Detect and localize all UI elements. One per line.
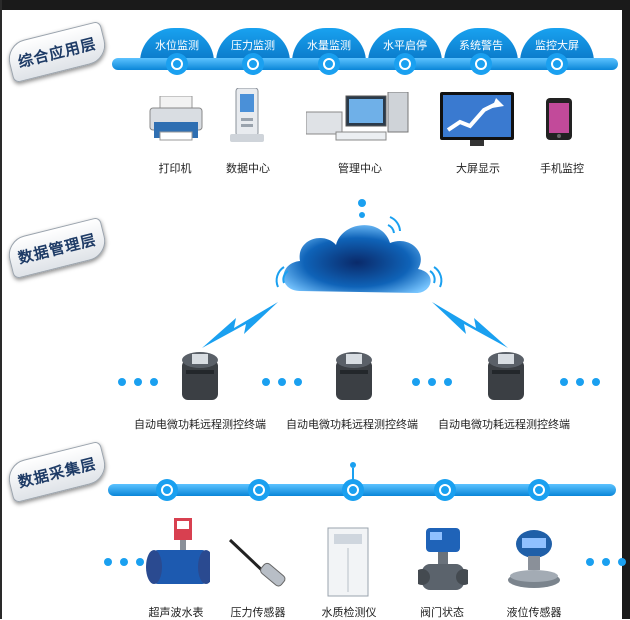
computer-icon — [306, 92, 409, 141]
layer-label-collection-text: 数据采集层 — [16, 454, 99, 491]
terminal-icon — [488, 352, 524, 400]
app-bus-node — [242, 53, 264, 75]
left-frame-edge — [0, 0, 2, 619]
tab-water-level-label: 水位监测 — [155, 39, 199, 52]
dots-connector — [118, 378, 158, 386]
app-bus-node — [318, 53, 340, 75]
dots-connector — [560, 378, 600, 386]
sensor-caption-valve: 阀门状态 — [420, 606, 464, 619]
terminal-icon — [336, 352, 372, 400]
lightning-icon — [432, 302, 508, 348]
dots-connector — [412, 378, 452, 386]
large-screen-icon — [440, 92, 514, 146]
app-bus-node — [470, 53, 492, 75]
app-bus-node — [394, 53, 416, 75]
collection-bus-node — [156, 479, 178, 501]
pressure-sensor-icon — [228, 538, 286, 587]
sensor-caption-level: 液位传感器 — [506, 606, 562, 619]
cloud-icon — [275, 199, 443, 293]
right-frame-edge — [622, 0, 630, 619]
layer-label-application-text: 综合应用层 — [16, 34, 99, 71]
collection-bus-node — [248, 479, 270, 501]
bus-top-dot — [350, 462, 356, 468]
device-caption-management-center: 管理中心 — [338, 162, 382, 175]
tab-pressure-label: 压力监测 — [231, 39, 275, 52]
collection-bus-node — [528, 479, 550, 501]
terminal-icon — [182, 352, 218, 400]
tab-system-alert-label: 系统警告 — [459, 39, 503, 52]
bus-connector-line — [352, 468, 354, 484]
tab-monitor-screen-label: 监控大屏 — [535, 39, 579, 52]
dots-connector — [104, 558, 144, 566]
tab-water-volume-label: 水量监测 — [307, 39, 351, 52]
terminal-caption: 自动电微功耗远程测控终端 — [286, 418, 418, 431]
layer-label-application: 综合应用层 — [4, 20, 110, 84]
dots-connector — [262, 378, 302, 386]
collection-bus-node — [434, 479, 456, 501]
device-caption-printer: 打印机 — [158, 162, 192, 175]
terminal-caption: 自动电微功耗远程测控终端 — [438, 418, 570, 431]
layer-label-management: 数据管理层 — [4, 216, 110, 280]
device-caption-large-screen: 大屏显示 — [456, 162, 500, 175]
printer-icon — [149, 96, 203, 141]
device-caption-data-center: 数据中心 — [226, 162, 270, 175]
valve-icon — [418, 528, 468, 590]
phone-icon — [546, 98, 572, 140]
sensor-caption-water-quality: 水质检测仪 — [321, 606, 377, 619]
top-frame-edge — [0, 0, 630, 10]
server-icon — [230, 88, 264, 142]
layer-label-management-text: 数据管理层 — [16, 230, 99, 267]
app-bus-node — [166, 53, 188, 75]
sensor-caption-pressure: 压力传感器 — [230, 606, 286, 619]
water-meter-icon — [146, 518, 210, 584]
tab-start-stop-label: 水平启停 — [383, 39, 427, 52]
water-quality-cabinet-icon — [327, 527, 369, 597]
collection-bus-node — [342, 479, 364, 501]
level-sensor-icon — [508, 530, 560, 588]
lightning-icon — [202, 302, 278, 348]
layer-label-collection: 数据采集层 — [4, 440, 110, 504]
dots-connector — [586, 558, 626, 566]
device-caption-phone: 手机监控 — [540, 162, 584, 175]
terminal-caption: 自动电微功耗远程测控终端 — [134, 418, 266, 431]
sensor-caption-water-meter: 超声波水表 — [148, 606, 204, 619]
app-bus-node — [546, 53, 568, 75]
